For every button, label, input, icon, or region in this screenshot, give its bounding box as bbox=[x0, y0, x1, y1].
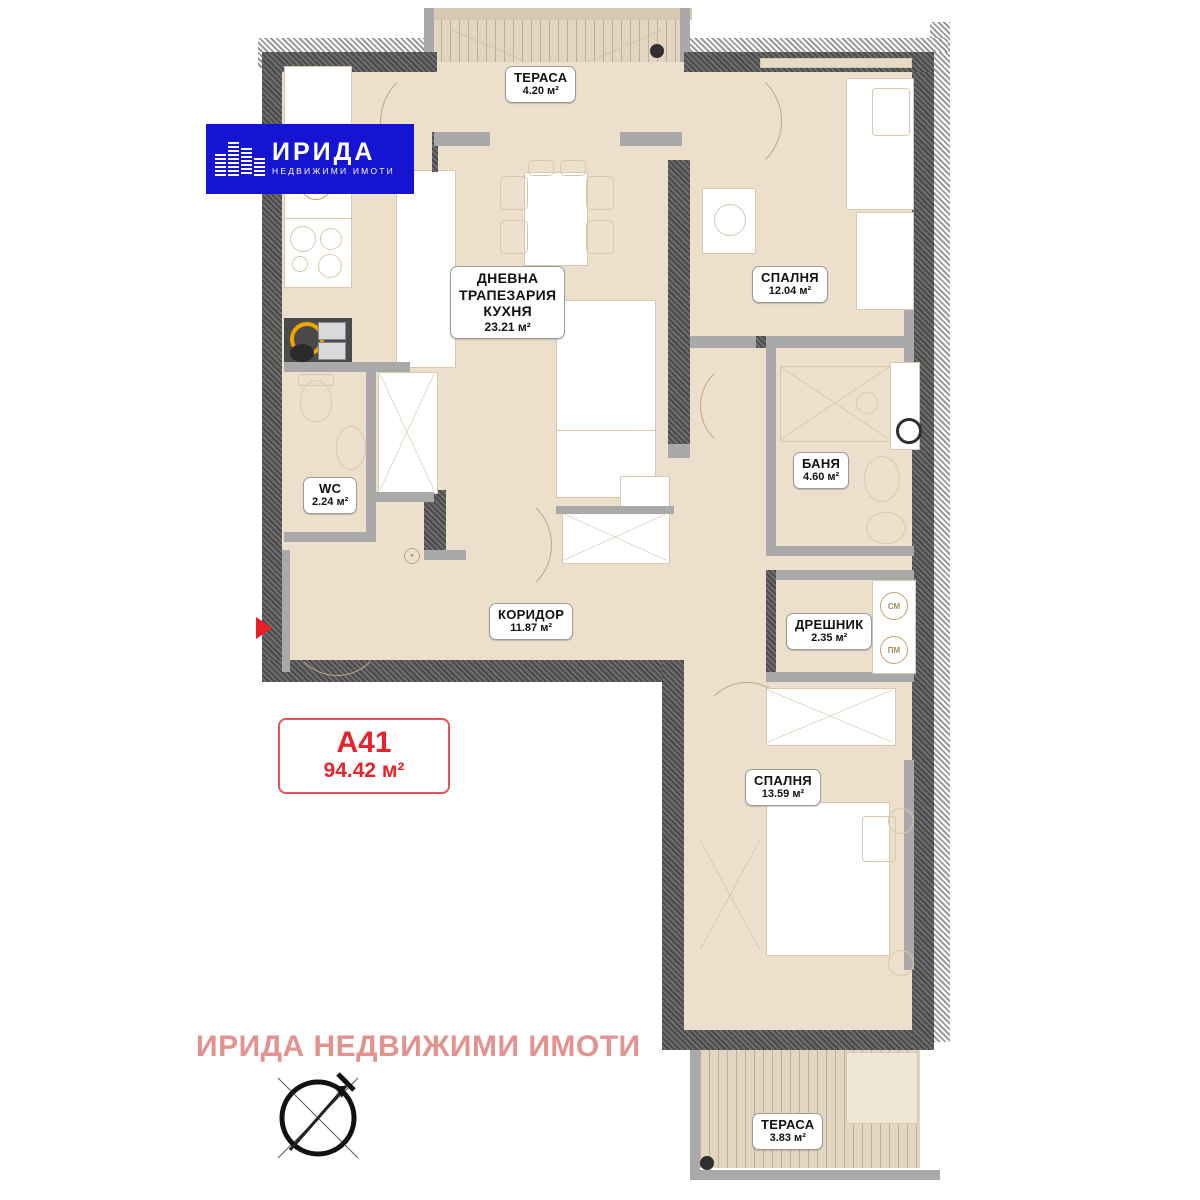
cooktop-burner-2 bbox=[320, 228, 342, 250]
dining-table bbox=[524, 172, 588, 266]
bedroom-bot-nightstand-1 bbox=[888, 808, 914, 834]
dining-chair-1 bbox=[500, 176, 528, 210]
bath-shower-x bbox=[781, 367, 889, 439]
wall-lining-right-lower bbox=[904, 760, 914, 970]
wall-wardrobe-top bbox=[766, 570, 914, 580]
room-label-bath: БАНЯ 4.60 м² bbox=[793, 452, 850, 490]
apartment-area: 94.42 м² bbox=[323, 758, 405, 782]
terrace-door-arc-right bbox=[672, 66, 782, 176]
room-label-bedroom-top: СПАЛНЯ 12.04 м² bbox=[752, 266, 828, 304]
washer-icon: СМ bbox=[880, 592, 908, 620]
dining-chair-6 bbox=[560, 160, 586, 176]
bath-toilet bbox=[864, 456, 900, 502]
wc-sink bbox=[336, 426, 366, 470]
cooktop-burner-1 bbox=[290, 226, 316, 252]
kitchen-hob-dark bbox=[290, 344, 314, 362]
wall-wc-right bbox=[366, 362, 376, 542]
building-outline-right bbox=[930, 22, 950, 1042]
bath-shower-head bbox=[856, 392, 878, 414]
wall-exterior-bottom-left bbox=[262, 660, 682, 682]
kitchen-tall-units bbox=[396, 170, 456, 368]
logo-subtitle: НЕДВИЖИМИ ИМОТИ bbox=[272, 165, 395, 176]
terrace-bot-glass bbox=[846, 1052, 918, 1124]
bedroom-top-bed bbox=[846, 78, 914, 210]
logo-title: ИРИДА bbox=[272, 137, 376, 166]
wc-cistern bbox=[298, 374, 334, 386]
bedroom-bot-window-x bbox=[700, 840, 760, 950]
irida-logo[interactable]: ИРИДА НЕДВИЖИМИ ИМОТИ bbox=[206, 124, 414, 194]
apartment-code: A41 bbox=[336, 725, 392, 759]
terrace-top-door-mark bbox=[650, 44, 664, 58]
wall-living-right-lining bbox=[668, 444, 690, 458]
cooktop-burner-4 bbox=[318, 254, 342, 278]
bedroom-bot-pillow bbox=[862, 816, 896, 862]
wall-wardrobe-left bbox=[766, 570, 776, 682]
living-sofa bbox=[556, 300, 656, 432]
bedroom-bot-closet-x bbox=[768, 690, 892, 742]
room-label-bedroom-bot: СПАЛНЯ 13.59 м² bbox=[745, 769, 821, 807]
wall-lining-right-upper bbox=[904, 250, 914, 390]
room-label-living: ДНЕВНА ТРАПЕЗАРИЯ КУХНЯ 23.21 м² bbox=[450, 266, 566, 339]
apartment-badge: A41 94.42 м² bbox=[278, 718, 450, 794]
wall-bedroom-top-bottom bbox=[690, 336, 914, 348]
wall-hall-wardrobe-top bbox=[556, 506, 674, 514]
room-label-wc: WC 2.24 м² bbox=[303, 477, 358, 515]
wall-wc-top bbox=[284, 362, 410, 372]
wall-terrace-threshold-2 bbox=[620, 132, 682, 146]
wall-exterior-bottom-mid bbox=[662, 660, 684, 1050]
room-label-terrace-top: ТЕРАСА 4.20 м² bbox=[505, 66, 577, 104]
wc-toilet bbox=[300, 380, 332, 422]
terrace-bot-wall-left bbox=[690, 1050, 700, 1180]
wall-living-bottom bbox=[424, 490, 446, 550]
bedroom-top-wardrobe bbox=[856, 212, 914, 310]
bedroom-top-pillow bbox=[872, 88, 910, 136]
dining-chair-3 bbox=[586, 176, 614, 210]
corridor-door-arc-living bbox=[446, 492, 552, 598]
corridor-door-arc-bath bbox=[700, 360, 792, 452]
corridor-door-arc-bedroom-bot bbox=[700, 682, 794, 776]
bedroom-top-chair bbox=[714, 204, 746, 236]
bedroom-bot-bed bbox=[766, 802, 890, 956]
kitchen-oven-2 bbox=[318, 342, 346, 360]
bath-boiler bbox=[896, 418, 922, 444]
watermark-text: ИРИДА НЕДВИЖИМИ ИМОТИ bbox=[196, 1030, 641, 1063]
hall-closet-x bbox=[380, 374, 434, 490]
dining-chair-4 bbox=[586, 220, 614, 254]
entrance-arrow-icon bbox=[256, 617, 272, 639]
terrace-bot-door-mark bbox=[700, 1156, 714, 1170]
wc-floor-drain: ● bbox=[404, 548, 420, 564]
room-label-corridor: КОРИДОР 11.87 м² bbox=[489, 603, 574, 641]
wall-exterior-bottom bbox=[662, 1030, 934, 1050]
wall-bath-bottom bbox=[766, 546, 914, 556]
wall-lining-left bbox=[282, 550, 290, 672]
wall-living-right bbox=[668, 160, 690, 444]
wall-wardrobe-bottom bbox=[766, 672, 914, 682]
logo-building-icon bbox=[215, 142, 265, 176]
dining-chair-5 bbox=[528, 160, 554, 176]
cooktop-burner-3 bbox=[292, 256, 308, 272]
wall-bath-left bbox=[766, 348, 776, 554]
bedroom-bot-nightstand-2 bbox=[888, 950, 914, 976]
dining-chair-2 bbox=[500, 220, 528, 254]
terrace-door-arc-left bbox=[380, 66, 492, 178]
bath-sink bbox=[866, 512, 906, 544]
kitchen-oven bbox=[318, 322, 346, 340]
bedroom-top-window-sill bbox=[760, 58, 912, 68]
compass-rose-icon bbox=[277, 1072, 359, 1159]
hall-wardrobe-x bbox=[564, 514, 666, 560]
wall-living-bottom-lining bbox=[424, 550, 466, 560]
wall-exterior-left bbox=[262, 52, 282, 672]
terrace-bot-wall-bottom bbox=[690, 1170, 940, 1180]
wall-bedroom-top-partition bbox=[756, 336, 766, 348]
room-label-wardrobe: ДРЕШНИК 2.35 м² bbox=[786, 613, 873, 651]
room-label-terrace-bot: ТЕРАСА 3.83 м² bbox=[752, 1113, 824, 1151]
wall-exterior-right bbox=[912, 52, 934, 1050]
dishwasher-icon: ПМ bbox=[880, 636, 908, 664]
wall-hall-closet bbox=[376, 492, 434, 502]
wall-wc-bottom bbox=[284, 532, 376, 542]
corridor-door-arc-entry bbox=[290, 582, 384, 676]
terrace-top-railing bbox=[424, 8, 692, 20]
